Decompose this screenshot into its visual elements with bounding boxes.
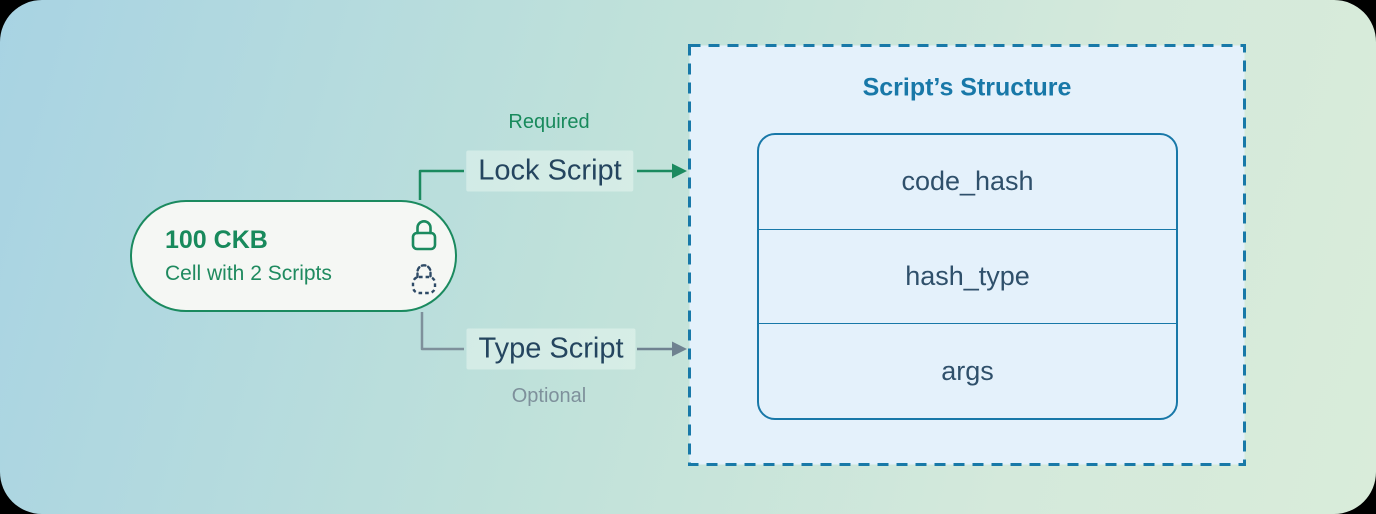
structure-row-hash-type: hash_type — [759, 228, 1176, 324]
cell-text-block: 100 CKB Cell with 2 Scripts — [165, 202, 332, 310]
dashed-lock-icon — [411, 264, 437, 295]
lock-script-connector — [418, 169, 464, 200]
dashed-panel-border — [688, 44, 1246, 466]
optional-label: Optional — [511, 385, 587, 407]
structure-box: code_hash hash_type args — [757, 133, 1178, 420]
structure-row-code-hash: code_hash — [901, 166, 1034, 197]
type-script-arrowhead-icon — [672, 341, 687, 357]
required-label: Required — [508, 111, 590, 133]
cell-subtitle: Cell with 2 Scripts — [165, 262, 332, 285]
lock-script-label: Lock Script — [466, 150, 634, 192]
type-script-label: Type Script — [466, 328, 636, 370]
panel-title: Script’s Structure — [862, 73, 1072, 102]
cell-icons-column — [408, 217, 440, 297]
type-script-connector — [420, 312, 464, 351]
script-structure-panel: Script’s Structure code_hash hash_type a… — [688, 44, 1246, 466]
cell-pill: 100 CKB Cell with 2 Scripts — [130, 200, 457, 312]
lock-script-arrowhead-icon — [672, 163, 687, 179]
lock-icon — [411, 220, 437, 251]
cell-amount: 100 CKB — [165, 226, 268, 254]
structure-row-args: args — [759, 323, 1176, 418]
